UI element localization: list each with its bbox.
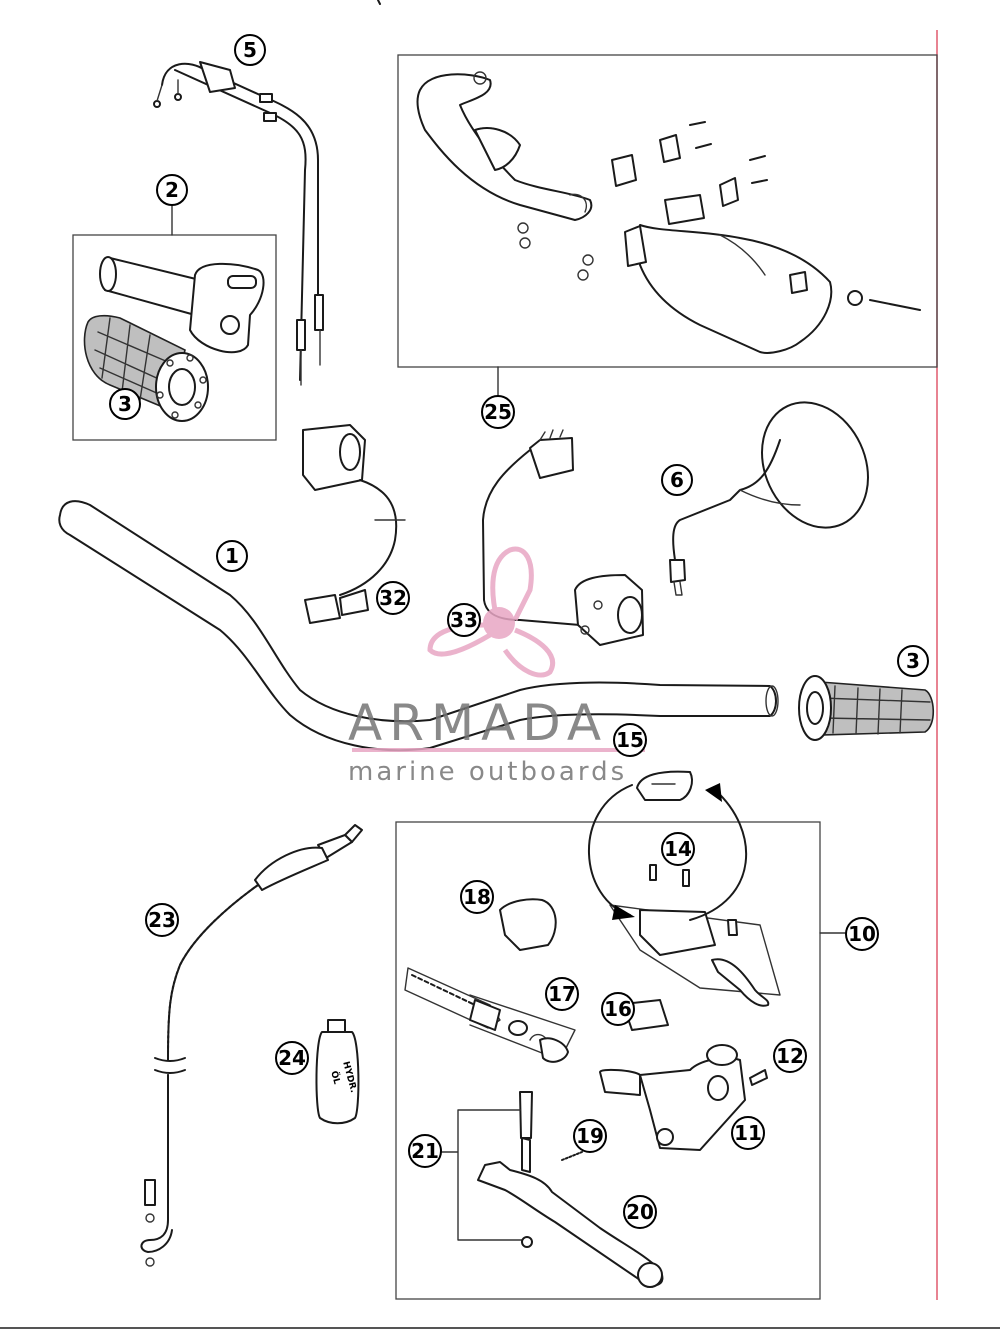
oil-label-line2: ÖL xyxy=(328,1070,342,1086)
throttle-grip xyxy=(99,256,265,354)
svg-text:10: 10 xyxy=(848,922,876,946)
crop-mark xyxy=(377,0,381,5)
callout-24: 24 xyxy=(275,1041,309,1075)
callout-12: 12 xyxy=(773,1039,807,1073)
mirror xyxy=(669,401,869,596)
svg-text:17: 17 xyxy=(548,982,576,1006)
svg-text:5: 5 xyxy=(243,38,257,62)
assembly-cycle-arrows xyxy=(587,783,748,921)
hand-grip-left xyxy=(83,314,209,422)
callout-17: 17 xyxy=(545,977,579,1011)
right-switch-assembly xyxy=(482,429,644,646)
svg-text:33: 33 xyxy=(450,608,478,632)
svg-text:1: 1 xyxy=(225,544,239,568)
svg-text:19: 19 xyxy=(576,1124,604,1148)
svg-text:18: 18 xyxy=(463,885,491,909)
hand-grip-right xyxy=(798,675,935,741)
callout-3-right: 3 xyxy=(897,645,929,677)
left-switch-assembly xyxy=(302,424,406,624)
svg-text:24: 24 xyxy=(278,1046,306,1070)
watermark-title: ARMADA xyxy=(348,694,608,752)
hydraulic-oil-bottle: HYDR. ÖL xyxy=(315,1019,360,1125)
callout-3-left: 3 xyxy=(109,388,141,420)
svg-text:3: 3 xyxy=(906,649,920,673)
svg-text:3: 3 xyxy=(118,392,132,416)
svg-text:23: 23 xyxy=(148,908,176,932)
callout-2: 2 xyxy=(156,174,188,206)
svg-text:6: 6 xyxy=(670,468,684,492)
handlebar xyxy=(58,500,779,752)
callout-5: 5 xyxy=(234,34,266,66)
svg-text:32: 32 xyxy=(379,586,407,610)
callout-16: 16 xyxy=(601,992,635,1026)
brake-assembly-box xyxy=(395,821,821,1300)
callout-21: 21 xyxy=(408,1134,442,1168)
callout-6: 6 xyxy=(661,464,693,496)
svg-text:14: 14 xyxy=(664,837,692,861)
callout-19: 19 xyxy=(573,1119,607,1153)
callout-14: 14 xyxy=(661,832,695,866)
watermark: ARMADA marine outboards xyxy=(348,546,645,787)
callout-33: 33 xyxy=(447,603,481,637)
svg-text:16: 16 xyxy=(604,997,632,1021)
propeller-logo-icon xyxy=(427,546,555,678)
callout-10: 10 xyxy=(845,917,879,951)
callout-32: 32 xyxy=(376,581,410,615)
svg-text:20: 20 xyxy=(626,1200,654,1224)
handguard-group-box xyxy=(397,54,938,368)
grip-group-box xyxy=(72,234,277,441)
throttle-cables xyxy=(153,61,324,386)
callout-1: 1 xyxy=(216,540,248,572)
watermark-subtitle: marine outboards xyxy=(348,757,627,787)
callout-15: 15 xyxy=(613,723,647,757)
brake-master-cylinder xyxy=(404,770,781,1288)
svg-text:25: 25 xyxy=(484,400,512,424)
brake-hose xyxy=(140,824,363,1267)
svg-text:15: 15 xyxy=(616,728,644,752)
callout-18: 18 xyxy=(460,880,494,914)
svg-text:12: 12 xyxy=(776,1044,804,1068)
handguard-kit xyxy=(416,71,921,354)
svg-text:2: 2 xyxy=(165,178,179,202)
svg-text:11: 11 xyxy=(734,1121,762,1145)
callout-25: 25 xyxy=(481,395,515,429)
callout-11: 11 xyxy=(731,1116,765,1150)
svg-text:21: 21 xyxy=(411,1139,439,1163)
callout-20: 20 xyxy=(623,1195,657,1229)
callout-23: 23 xyxy=(145,903,179,937)
